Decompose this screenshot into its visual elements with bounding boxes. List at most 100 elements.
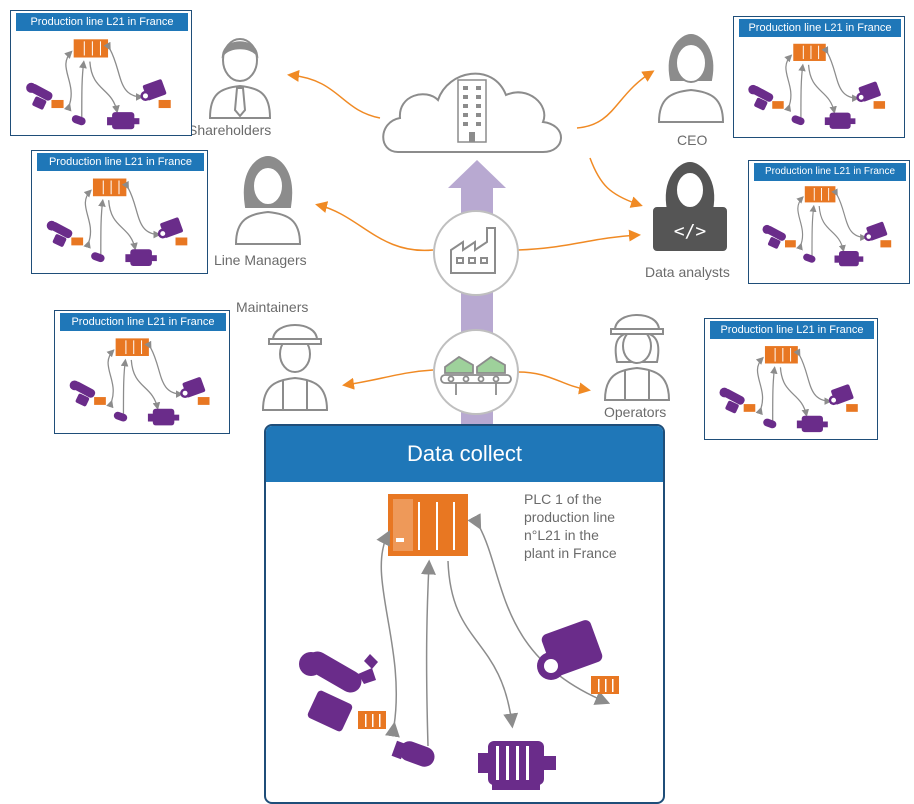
camera-icon bbox=[856, 81, 881, 103]
arrow-to-operators bbox=[517, 371, 591, 395]
mini-arrow bbox=[98, 198, 106, 255]
robot-arm-icon bbox=[762, 224, 786, 249]
plc-small-icon bbox=[743, 404, 756, 412]
conveyor-icon bbox=[433, 329, 519, 415]
production-line-card-maintainers: Production line L21 in France bbox=[54, 310, 230, 434]
plc-icon bbox=[764, 346, 798, 364]
plc-small-icon bbox=[197, 397, 210, 405]
shareholder-person-icon bbox=[208, 38, 272, 119]
card-title: Production line L21 in France bbox=[710, 321, 874, 339]
production-line-card-shareholders: Production line L21 in France bbox=[10, 10, 192, 136]
card-title: Production line L21 in France bbox=[739, 19, 901, 37]
motor-icon bbox=[147, 408, 180, 426]
arrow-to-maintainers bbox=[342, 369, 434, 390]
factory-icon bbox=[433, 210, 519, 296]
mini-production-diagram bbox=[762, 186, 892, 267]
mini-arrow bbox=[106, 349, 115, 409]
plc-icon bbox=[73, 39, 109, 58]
arrow-factory-to-analysts bbox=[517, 229, 641, 251]
production-line-card-line-managers: Production line L21 in France bbox=[31, 150, 208, 274]
role-data-analysts: Data analysts bbox=[645, 264, 730, 280]
mini-arrow bbox=[121, 180, 162, 239]
mini-arrow bbox=[79, 60, 87, 118]
mini-arrow bbox=[779, 367, 809, 417]
plc-icon bbox=[388, 494, 468, 556]
mini-arrow bbox=[103, 41, 144, 101]
arrow-to-line-managers bbox=[315, 201, 434, 252]
camera-icon bbox=[180, 377, 206, 399]
plc-icon bbox=[115, 338, 149, 356]
arrow-sensor-to-plc bbox=[421, 559, 436, 747]
mini-arrow bbox=[144, 340, 184, 398]
plc-icon bbox=[92, 178, 127, 197]
role-line-managers: Line Managers bbox=[214, 252, 307, 268]
plc-small-icon bbox=[71, 237, 84, 246]
mini-arrow bbox=[120, 358, 129, 414]
sensor-icon bbox=[391, 740, 435, 767]
camera-icon bbox=[157, 217, 183, 239]
plc-small-icon bbox=[158, 99, 171, 109]
card-title: Production line L21 in France bbox=[16, 13, 188, 31]
sensor-icon bbox=[113, 411, 128, 422]
arrow-plc-to-camera bbox=[467, 513, 611, 705]
mini-arrow bbox=[793, 348, 832, 405]
line-manager-person-icon bbox=[234, 155, 302, 245]
sensor-icon bbox=[803, 253, 816, 263]
mini-arrow bbox=[130, 359, 161, 411]
card-title: Production line L21 in France bbox=[60, 313, 226, 331]
role-shareholders: Shareholders bbox=[188, 122, 272, 138]
production-line-card-data-analysts: Production line L21 in France bbox=[748, 160, 910, 284]
plc-small-icon bbox=[591, 676, 619, 694]
motor-icon bbox=[834, 251, 864, 267]
camera-icon bbox=[537, 620, 603, 680]
operator-person-icon bbox=[603, 314, 671, 401]
camera-icon bbox=[828, 384, 854, 406]
sensor-icon bbox=[71, 115, 86, 126]
mini-arrow bbox=[63, 50, 73, 112]
ceo-person-icon bbox=[657, 33, 725, 123]
arrow-robot-to-plc bbox=[376, 530, 400, 738]
production-line-card-ceo: Production line L21 in France bbox=[733, 16, 905, 138]
role-ceo: CEO bbox=[677, 132, 708, 148]
mini-arrow bbox=[108, 200, 138, 251]
mini-arrow bbox=[821, 46, 860, 102]
sensor-icon bbox=[763, 418, 777, 429]
mini-arrow bbox=[831, 188, 868, 242]
mini-production-diagram bbox=[719, 346, 858, 433]
plc-icon bbox=[793, 43, 826, 61]
data-analyst-person-icon: </> bbox=[653, 161, 727, 251]
mini-arrow bbox=[784, 54, 793, 113]
arrow-to-data-analysts bbox=[589, 157, 643, 208]
maintainer-person-icon bbox=[261, 324, 329, 411]
mini-arrow bbox=[796, 196, 804, 251]
motor-icon bbox=[107, 112, 140, 130]
plc-small-icon bbox=[175, 237, 188, 246]
arrow-to-ceo bbox=[576, 70, 655, 129]
mini-arrow bbox=[809, 204, 817, 256]
plc-small-icon bbox=[846, 404, 858, 412]
sensor-icon bbox=[791, 115, 805, 126]
mini-arrow bbox=[770, 366, 778, 421]
mini-arrow bbox=[89, 61, 120, 114]
mini-arrow bbox=[798, 63, 806, 118]
robot-arm-icon bbox=[299, 651, 378, 732]
robot-arm-icon bbox=[26, 82, 53, 110]
mini-arrow bbox=[755, 356, 764, 416]
arrow-to-shareholders bbox=[287, 69, 381, 119]
production-line-card-operators: Production line L21 in France bbox=[704, 318, 878, 440]
plc-description-line: PLC 1 of the bbox=[524, 491, 602, 507]
plc-small-icon bbox=[358, 711, 386, 729]
svg-text:</>: </> bbox=[674, 221, 707, 242]
robot-arm-icon bbox=[46, 220, 73, 247]
role-maintainers: Maintainers bbox=[236, 299, 309, 315]
mini-arrow bbox=[818, 205, 846, 253]
sensor-icon bbox=[91, 252, 105, 263]
arrow-plc-to-motor bbox=[447, 560, 519, 729]
plc-small-icon bbox=[94, 397, 106, 405]
camera-icon bbox=[140, 79, 167, 101]
mini-arrow bbox=[807, 64, 837, 114]
plc-icon bbox=[804, 186, 836, 203]
mini-production-diagram bbox=[26, 39, 171, 130]
building-icon bbox=[457, 79, 487, 143]
plc-small-icon bbox=[51, 99, 64, 109]
